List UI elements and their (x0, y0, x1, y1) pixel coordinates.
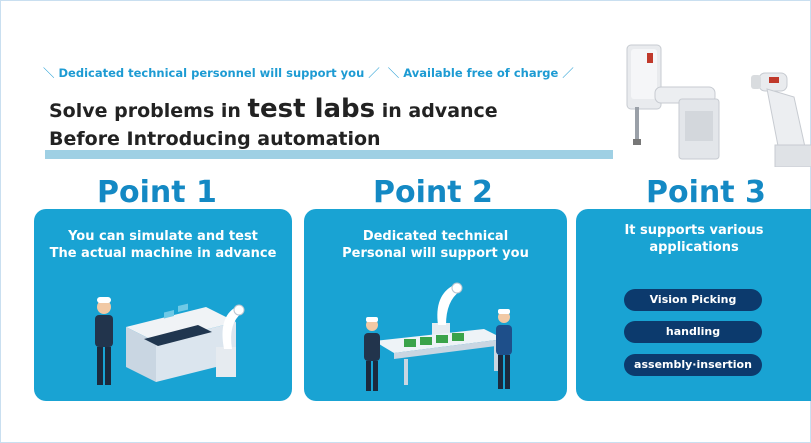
application-vision-picking: Vision Picking (624, 289, 762, 311)
scara-robot-icon (626, 44, 720, 160)
point-3-description: It supports various applications (576, 222, 811, 256)
point-1-line-1: You can simulate and test (68, 229, 258, 244)
headline-line-2: Before Introducing automation (49, 128, 381, 150)
technical-support-illustration (364, 282, 512, 391)
application-handling: handling (624, 321, 762, 343)
headline-suffix: in advance (381, 100, 498, 122)
headline-prefix: Solve problems in (49, 100, 241, 122)
point-2-line-2: Personal will support you (342, 246, 529, 261)
point-1-card: You can simulate and test The actual mac… (34, 209, 292, 401)
tagline: ＼Dedicated technical personnel will supp… (39, 65, 578, 81)
slash-mark: ／ (368, 66, 380, 80)
point-1-title: Point 1 (97, 175, 217, 210)
tagline-support: Dedicated technical personnel will suppo… (58, 66, 365, 80)
point-2-description: Dedicated technical Personal will suppor… (304, 228, 567, 262)
point-1-line-2: The actual machine in advance (49, 246, 277, 261)
articulated-robot-icon (751, 72, 811, 167)
point-3-title: Point 3 (646, 175, 766, 210)
point-3-card: It supports various applications Vision … (576, 209, 811, 401)
point-2-card: Dedicated technical Personal will suppor… (304, 209, 567, 401)
headline-emphasis: test labs (247, 94, 376, 124)
slash-mark: ／ (562, 66, 574, 80)
point-2-line-1: Dedicated technical (362, 229, 509, 244)
backslash-mark: ＼ (43, 66, 55, 80)
point-3-line-2: applications (649, 240, 739, 255)
point-3-line-1: It supports various (624, 223, 764, 238)
headline-underline-bar (45, 150, 613, 159)
point-2-title: Point 2 (373, 175, 493, 210)
headline: Solve problems in test labs in advance B… (49, 95, 498, 153)
point-1-description: You can simulate and test The actual mac… (34, 228, 292, 262)
robot-arms-image (626, 44, 811, 167)
backslash-mark: ＼ (387, 66, 400, 80)
simulation-machine-illustration (95, 297, 245, 385)
application-assembly-insertion: assembly·insertion (624, 354, 762, 376)
headline-line-1: Solve problems in test labs in advance (49, 95, 498, 125)
tagline-free: Available free of charge (403, 66, 559, 80)
